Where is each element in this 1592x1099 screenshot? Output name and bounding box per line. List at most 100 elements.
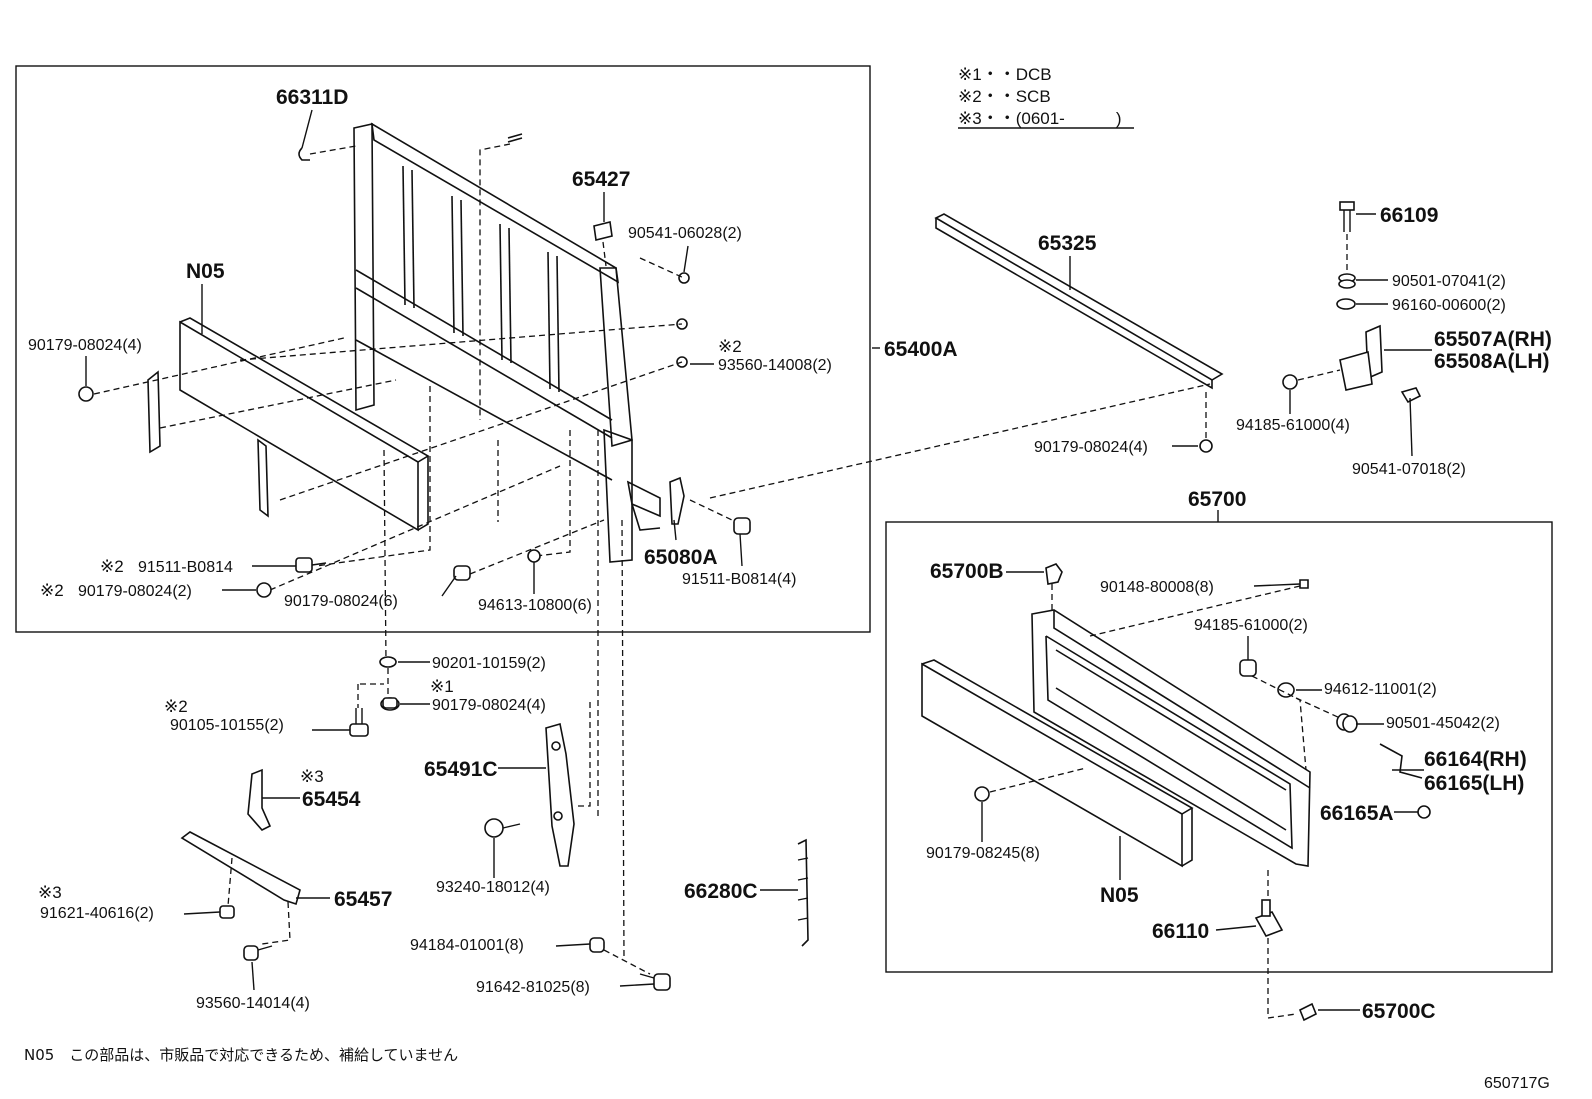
label-91642-81025: 91642-81025(8) bbox=[476, 979, 590, 996]
chain-66280C-part bbox=[797, 838, 809, 947]
label-65508A: 65508A(LH) bbox=[1434, 350, 1550, 373]
washer-96160-00600 bbox=[1336, 298, 1356, 310]
label-90501-45042: 90501-45042(2) bbox=[1386, 715, 1500, 732]
spring-90501-45042 bbox=[1336, 713, 1358, 733]
spring-90501-07041 bbox=[1338, 273, 1356, 289]
washer-90201-10159 bbox=[379, 656, 397, 668]
label-91621-40616: 91621-40616(2) bbox=[40, 905, 154, 922]
label-94184-01001: 94184-01001(8) bbox=[410, 937, 524, 954]
knob-66165A-part bbox=[1417, 805, 1431, 819]
rivet-90541-07018 bbox=[1400, 387, 1422, 404]
label-66109: 66109 bbox=[1380, 204, 1438, 227]
label-93560-14014: 93560-14014(4) bbox=[196, 995, 310, 1012]
label-65507A: 65507A(RH) bbox=[1434, 328, 1552, 351]
label-94612-11001: 94612-11001(2) bbox=[1324, 681, 1437, 698]
headboard-frame-part bbox=[353, 122, 661, 563]
nut-90179-08024-2 bbox=[256, 582, 272, 598]
label-66110: 66110 bbox=[1152, 920, 1209, 943]
mark-2-c: ※2 bbox=[40, 581, 64, 600]
nut-94185-61000-2 bbox=[1239, 659, 1257, 677]
washer-94613-10800 bbox=[527, 549, 541, 563]
board-N05-left-part bbox=[179, 320, 419, 532]
label-66280C: 66280C bbox=[684, 880, 758, 903]
stay-center-part bbox=[257, 438, 269, 518]
label-90179-08024-2: 90179-08024(2) bbox=[78, 583, 192, 600]
stay-65454-part bbox=[247, 768, 272, 831]
legend: ※1・・DCB ※2・・SCB ※3・・(0601- ) bbox=[958, 65, 1134, 129]
pad-65427-part bbox=[593, 221, 613, 241]
label-66165: 66165(LH) bbox=[1424, 772, 1524, 795]
label-90148-80008: 90148-80008(8) bbox=[1100, 579, 1214, 596]
bolt-66109-part bbox=[1339, 201, 1355, 232]
label-90179-08024-4a: 90179-08024(4) bbox=[28, 337, 142, 354]
label-90201-10159: 90201-10159(2) bbox=[432, 655, 546, 672]
label-65700B: 65700B bbox=[930, 560, 1004, 583]
legend-line-2: ※2・・SCB bbox=[958, 87, 1051, 106]
label-90501-07041: 90501-07041(2) bbox=[1392, 273, 1506, 290]
bolt-91642-81025 bbox=[639, 973, 671, 991]
label-65400A: 65400A bbox=[884, 338, 958, 361]
label-65080A: 65080A bbox=[644, 546, 718, 569]
label-91511-B0814: 91511-B0814 bbox=[138, 559, 233, 576]
stay-65457-part bbox=[180, 831, 301, 906]
label-90541-07018: 90541-07018(2) bbox=[1352, 461, 1466, 478]
screw-93240-18012 bbox=[484, 818, 521, 838]
label-90179-08245: 90179-08245(8) bbox=[926, 845, 1040, 862]
bar-65325-part bbox=[934, 213, 1224, 390]
legend-line-3: ※3・・(0601- ) bbox=[958, 109, 1122, 128]
bolt-91511-B0814-4 bbox=[733, 517, 751, 535]
bolt-91621-40616 bbox=[219, 905, 235, 919]
label-90179-08024-6: 90179-08024(6) bbox=[284, 593, 398, 610]
tailgate-frame-part bbox=[1031, 609, 1311, 867]
rod-66164-part bbox=[1379, 743, 1423, 779]
label-65700C: 65700C bbox=[1362, 1000, 1436, 1023]
label-94185-61000-2: 94185-61000(2) bbox=[1194, 617, 1308, 634]
nut-94185-61000-4 bbox=[1282, 374, 1298, 390]
label-65700: 65700 bbox=[1188, 488, 1246, 511]
label-96160-00600: 96160-00600(2) bbox=[1392, 297, 1506, 314]
leader-lines bbox=[85, 109, 1432, 1011]
hinge-65507A-part bbox=[1339, 324, 1383, 391]
label-90179-08024-4b: 90179-08024(4) bbox=[1034, 439, 1148, 456]
headboard-group-frame bbox=[15, 65, 871, 633]
stay-left-part bbox=[147, 370, 161, 454]
label-N05-right: N05 bbox=[1100, 884, 1139, 907]
label-65454: 65454 bbox=[302, 788, 361, 811]
washer-94612-11001 bbox=[1277, 682, 1295, 698]
mark-2-d: ※2 bbox=[164, 697, 188, 716]
label-91511-B0814-4: 91511-B0814(4) bbox=[682, 571, 796, 588]
label-90179-08024-4c: 90179-08024(4) bbox=[432, 697, 546, 714]
mark-2-b: ※2 bbox=[100, 557, 124, 576]
legend-line-1: ※1・・DCB bbox=[958, 65, 1052, 84]
tailgate-group-frame bbox=[885, 521, 1553, 973]
nut-90179-08024-left bbox=[78, 386, 94, 402]
label-65325: 65325 bbox=[1038, 232, 1097, 255]
nut-90179-08024-4c bbox=[380, 697, 400, 711]
bracket-65491C-part bbox=[545, 722, 575, 867]
pin-65700C-part bbox=[1298, 1002, 1318, 1022]
screw-90148-80008 bbox=[1299, 579, 1309, 589]
bracket-66110-part bbox=[1254, 899, 1284, 937]
bolt-91511-B0814-left bbox=[295, 557, 327, 573]
mark-1: ※1 bbox=[430, 677, 454, 696]
label-93240-18012: 93240-18012(4) bbox=[436, 879, 550, 896]
mark-3-b: ※3 bbox=[38, 883, 62, 902]
bolt-90105-10155 bbox=[349, 708, 369, 737]
label-94185-61000-4: 94185-61000(4) bbox=[1236, 417, 1350, 434]
label-94613-10800: 94613-10800(6) bbox=[478, 597, 592, 614]
rivet-90541-06028 bbox=[678, 272, 690, 284]
label-66165A: 66165A bbox=[1320, 802, 1394, 825]
label-65457: 65457 bbox=[334, 888, 392, 911]
nut-90179-08024-4b bbox=[1199, 439, 1213, 453]
label-N05-left: N05 bbox=[186, 260, 225, 283]
label-66311D: 66311D bbox=[276, 86, 348, 109]
mark-2-a: ※2 bbox=[718, 337, 742, 356]
label-65491C: 65491C bbox=[424, 758, 498, 781]
nut-94184-01001 bbox=[589, 937, 605, 953]
latch-65080A-part bbox=[669, 476, 685, 525]
clip-66311D-part bbox=[298, 147, 310, 161]
top-bolt-part bbox=[507, 133, 523, 143]
mark-3-a: ※3 bbox=[300, 767, 324, 786]
label-65427: 65427 bbox=[572, 168, 630, 191]
